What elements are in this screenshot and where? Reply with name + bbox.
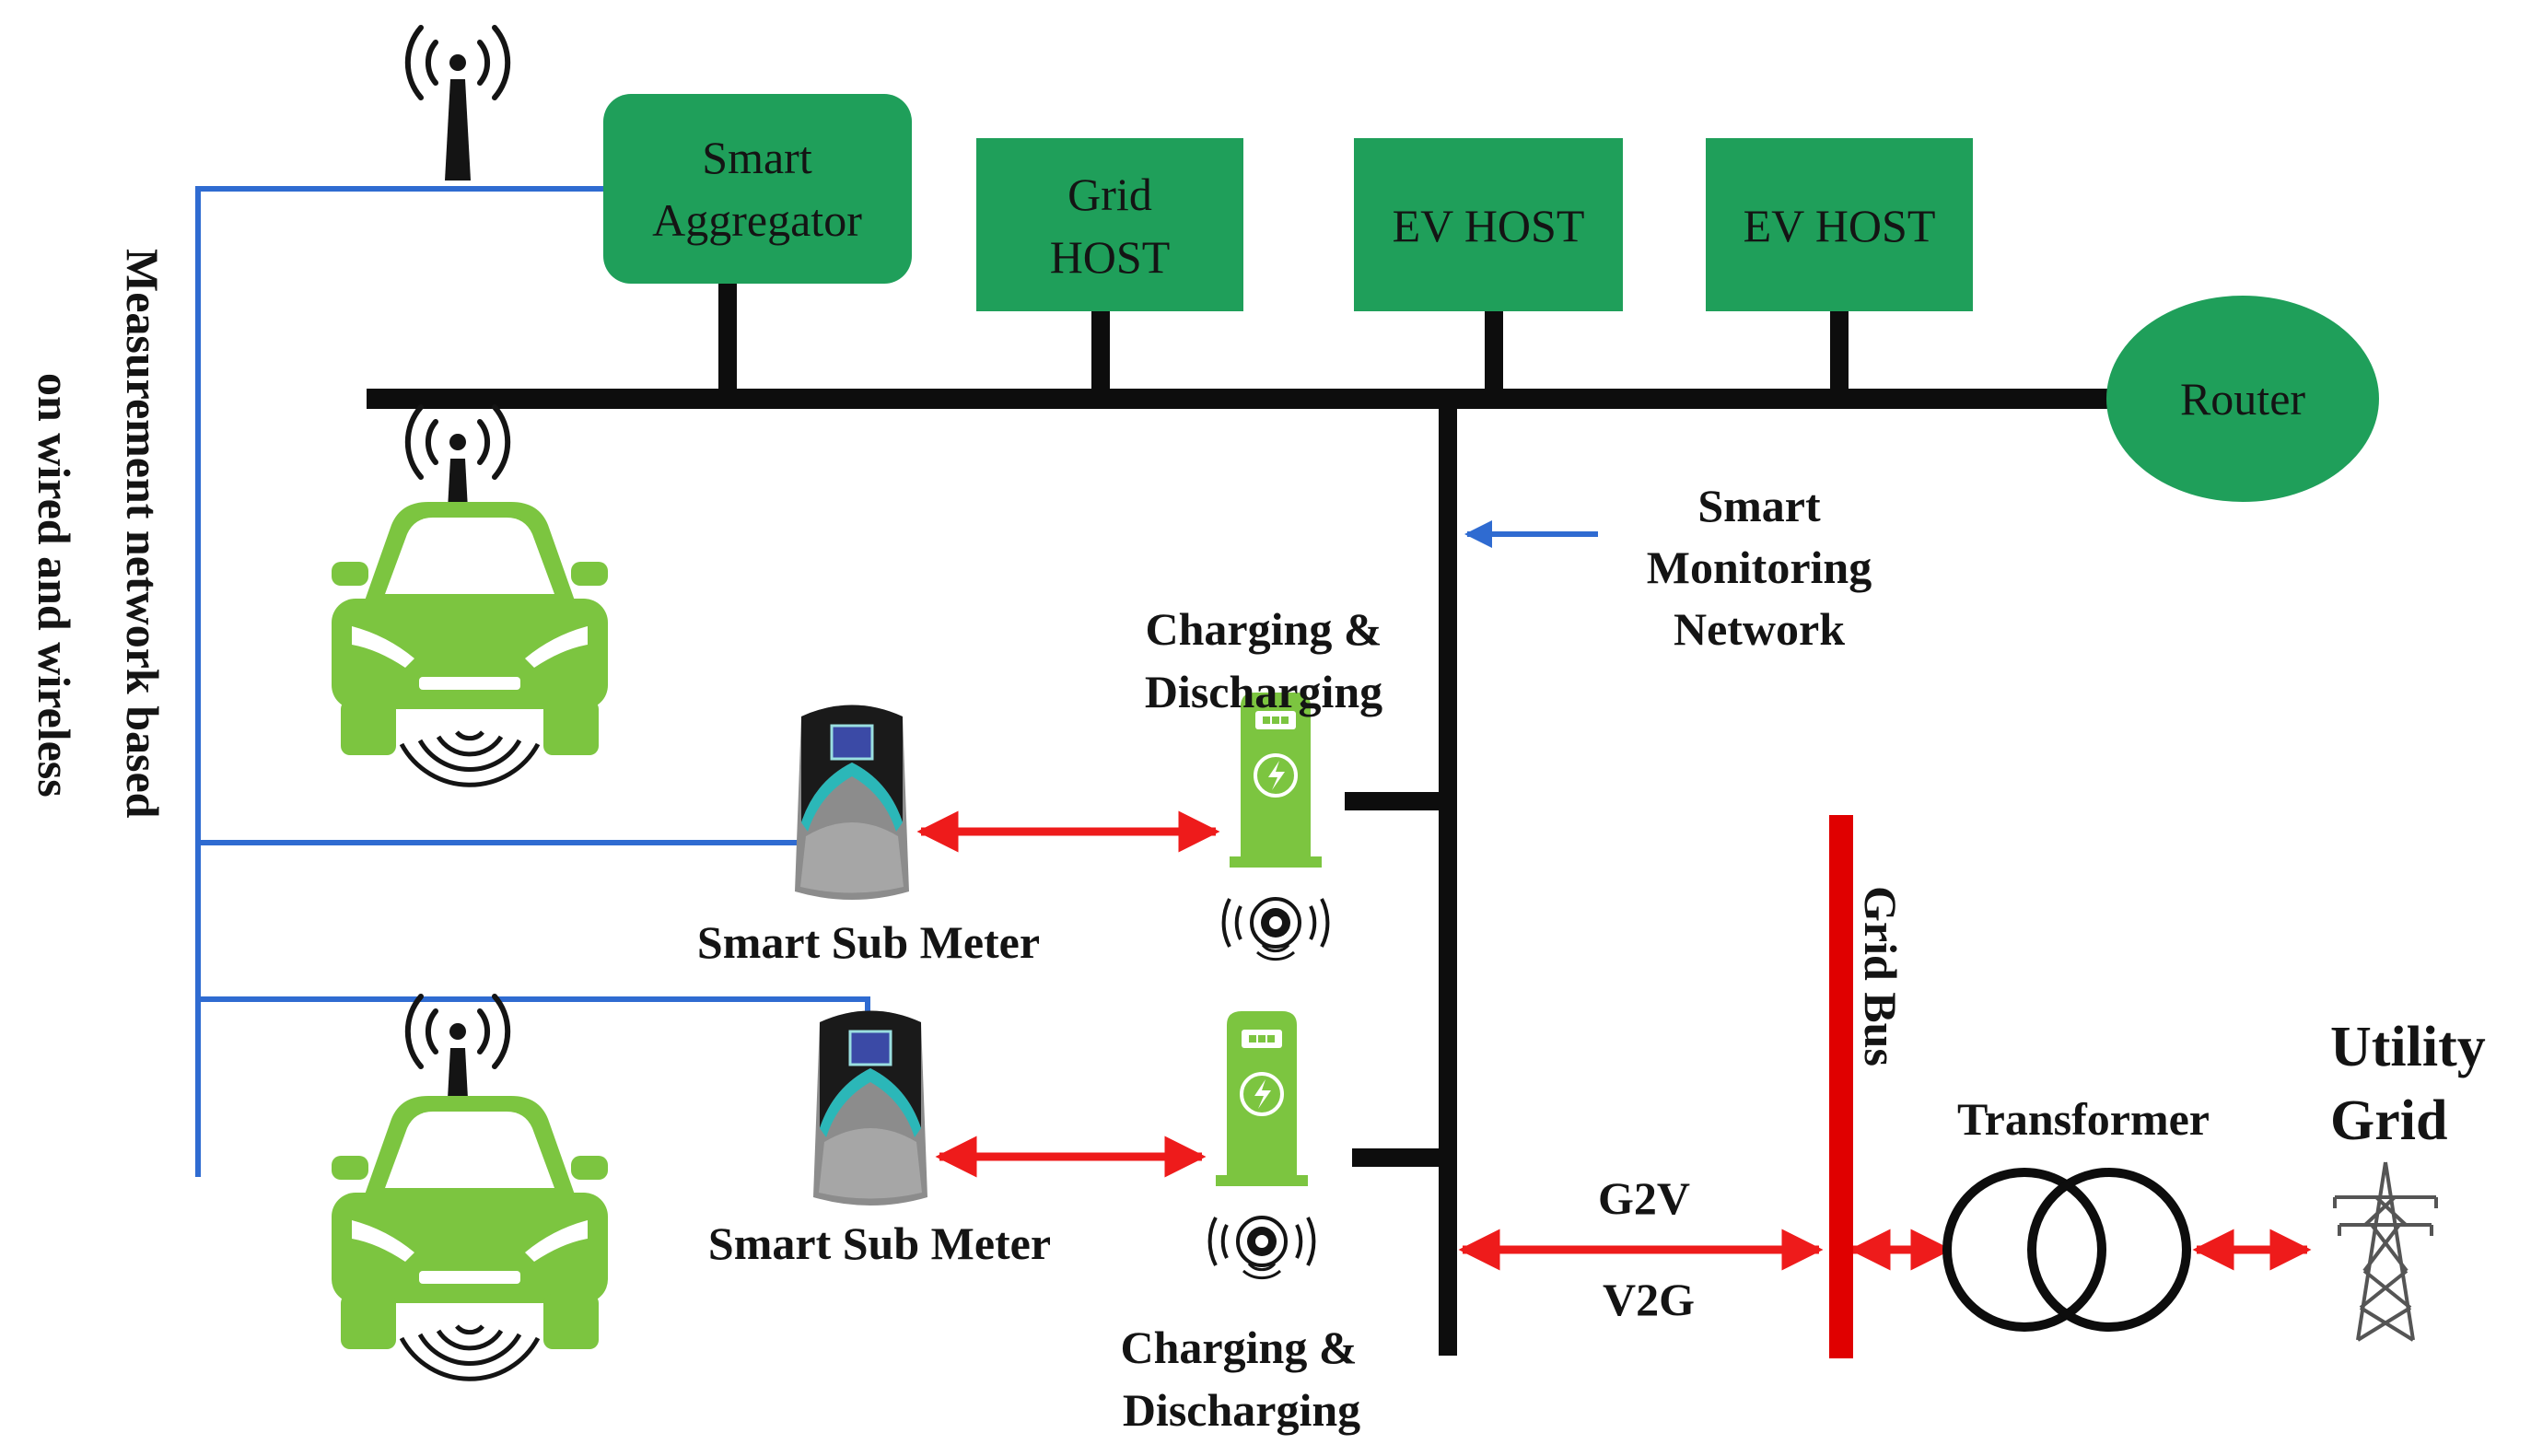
antenna-icon xyxy=(408,28,507,181)
smart-monitoring-label-line3: Network xyxy=(1674,603,1845,655)
smart-monitoring-label-line1: Smart xyxy=(1697,480,1821,531)
smart-meter-icon xyxy=(793,704,911,902)
grid-host-label-line2: HOST xyxy=(1050,231,1171,283)
router-node: Router xyxy=(2106,296,2379,502)
grid-bus-label: Grid Bus xyxy=(1855,886,1907,1066)
electric-car-icon xyxy=(332,502,608,785)
charging-station-icon xyxy=(1207,1009,1316,1280)
measurement-network-label-line1: Measurement network based xyxy=(117,249,169,819)
utility-grid-label: Utility Grid xyxy=(2330,1016,2486,1152)
charging-label-top: Charging & Discharging xyxy=(1145,603,1382,717)
smart-monitoring-label: Smart Monitoring Network xyxy=(1647,480,1872,655)
charging-label-top-line2: Discharging xyxy=(1145,666,1382,717)
ev-host-label-1: EV HOST xyxy=(1393,200,1585,251)
router-label: Router xyxy=(2180,373,2305,425)
smart-aggregator-label-line2: Aggregator xyxy=(652,194,862,246)
measurement-network-label: Measurement network based on wired and w… xyxy=(29,249,169,819)
transmission-tower-icon xyxy=(2333,1161,2438,1342)
grid-host-label-line1: Grid xyxy=(1067,169,1152,220)
charging-label-bottom-line1: Charging & xyxy=(1121,1322,1358,1373)
electric-car-icon xyxy=(332,1096,608,1379)
measurement-network-label-line2: on wired and wireless xyxy=(29,373,80,798)
charging-label-top-line1: Charging & xyxy=(1146,603,1382,655)
transformer-label: Transformer xyxy=(1957,1093,2210,1145)
ev-host-node-1: EV HOST xyxy=(1354,138,1623,311)
g2v-label: G2V xyxy=(1598,1172,1690,1224)
v2g-label: V2G xyxy=(1603,1274,1695,1325)
charging-label-bottom: Charging & Discharging xyxy=(1121,1322,1361,1436)
measurement-network-lines xyxy=(195,186,870,1177)
sub-meter-label-top: Smart Sub Meter xyxy=(697,916,1040,968)
grid-bus-bar xyxy=(1829,815,1853,1358)
data-bus xyxy=(367,281,2118,1356)
utility-grid-label-line2: Grid xyxy=(2330,1089,2447,1152)
smart-aggregator-label-line1: Smart xyxy=(702,132,812,183)
transformer-icon xyxy=(1942,1168,2191,1332)
grid-host-node: Grid HOST xyxy=(976,138,1243,311)
smart-monitoring-label-line2: Monitoring xyxy=(1647,542,1872,593)
power-exchange-arrows xyxy=(916,810,2312,1271)
charging-label-bottom-line2: Discharging xyxy=(1123,1384,1360,1436)
smart-aggregator-node: Smart Aggregator xyxy=(603,94,912,284)
utility-grid-label-line1: Utility xyxy=(2330,1016,2486,1078)
ev-host-node-2: EV HOST xyxy=(1706,138,1973,311)
smart-meter-icon xyxy=(811,1009,929,1207)
ev-host-label-2: EV HOST xyxy=(1744,200,1936,251)
charging-station-icon xyxy=(1221,691,1330,961)
sub-meter-label-bottom: Smart Sub Meter xyxy=(708,1217,1051,1269)
